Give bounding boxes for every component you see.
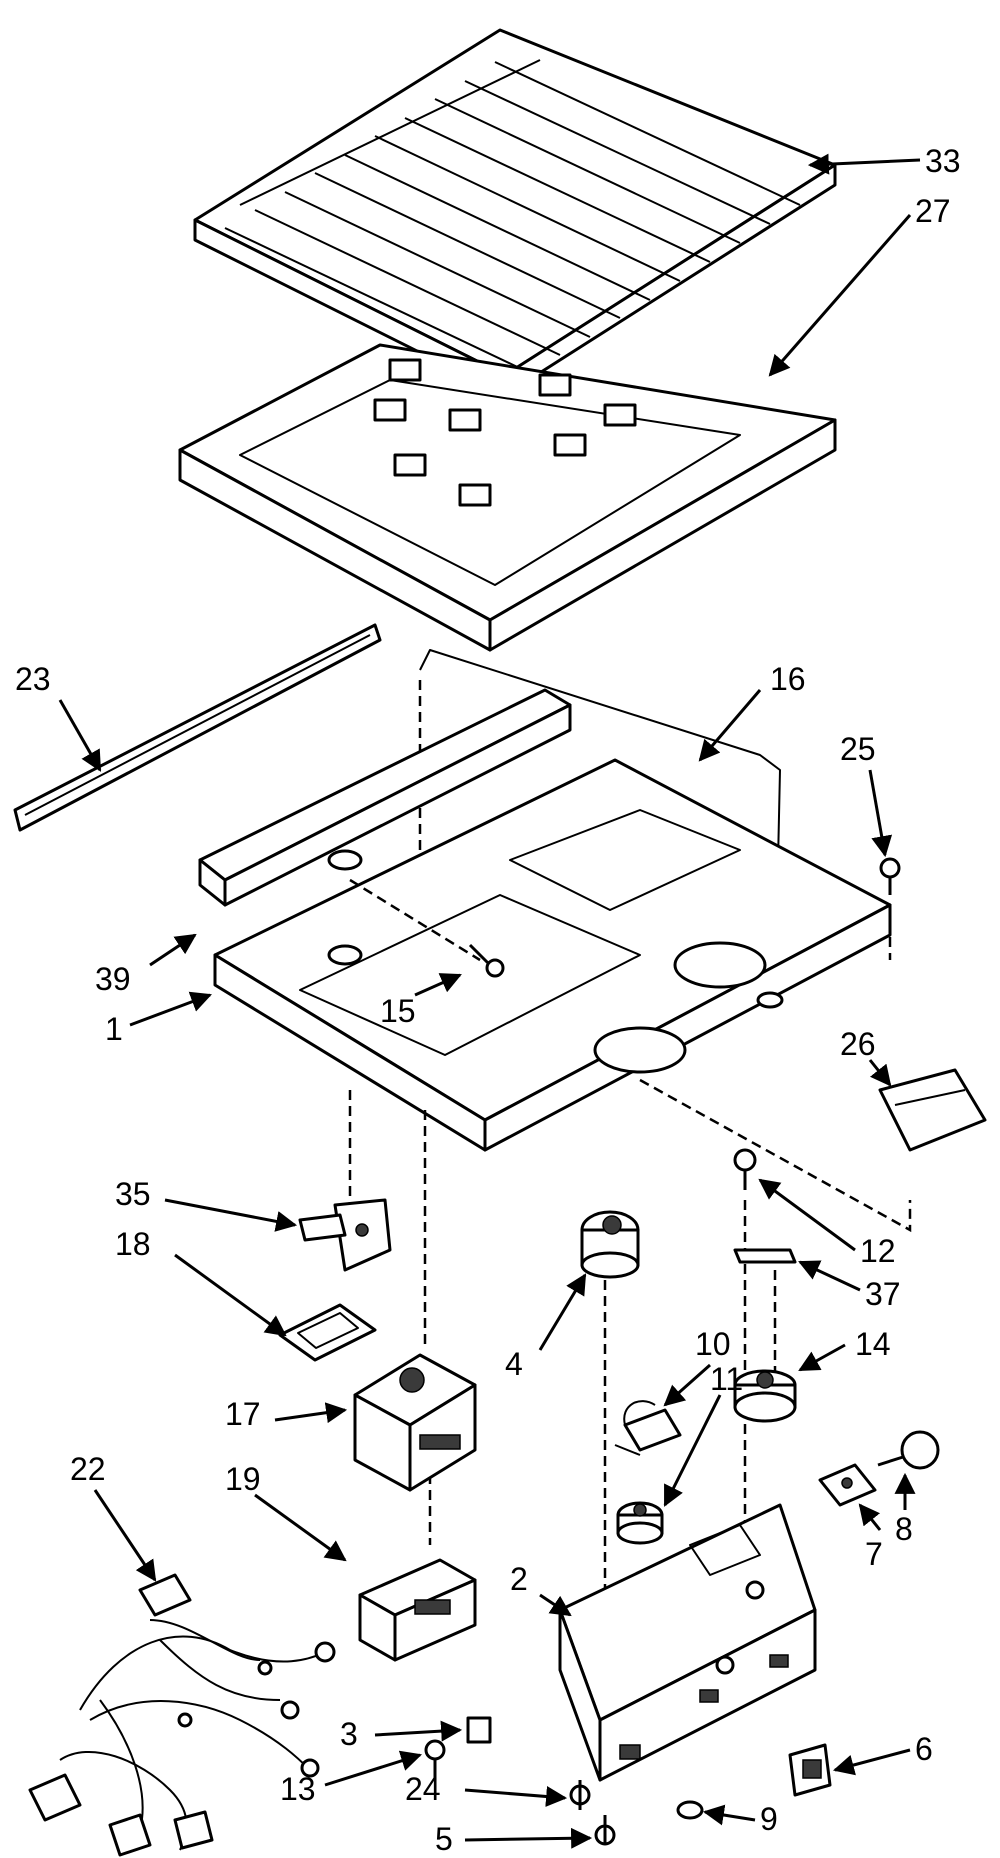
part-19-switch-plate xyxy=(358,1558,477,1662)
part-18-bezel xyxy=(278,1303,377,1362)
leader-lines xyxy=(58,153,921,1849)
part-7-light-bracket xyxy=(818,1463,877,1507)
callout-33: 33 xyxy=(925,143,961,179)
callout-1: 1 xyxy=(105,1011,123,1047)
part-3-clip xyxy=(466,1716,492,1744)
callout-9: 9 xyxy=(760,1801,778,1837)
part-1-base-panel xyxy=(213,758,892,1152)
part-35-bracket xyxy=(298,1198,392,1272)
callout-39: 39 xyxy=(95,961,131,997)
callout-15: 15 xyxy=(380,993,416,1029)
callout-18: 18 xyxy=(115,1226,151,1262)
callout-13: 13 xyxy=(280,1771,316,1807)
part-39-channel xyxy=(198,688,572,907)
part-13-screw xyxy=(424,1739,446,1780)
part-4-socket xyxy=(580,1210,640,1279)
part-10-thermostat xyxy=(614,1400,682,1456)
callout-17: 17 xyxy=(225,1396,261,1432)
part-26-pad xyxy=(878,1068,987,1152)
callout-3: 3 xyxy=(340,1716,358,1752)
callout-14: 14 xyxy=(855,1326,891,1362)
part-37-spacer xyxy=(733,1248,797,1264)
part-14-knob xyxy=(733,1369,797,1423)
callout-11: 11 xyxy=(710,1361,743,1397)
part-17-housing xyxy=(353,1353,477,1492)
part-27-frame xyxy=(178,343,837,652)
part-23-trim-strip xyxy=(13,623,382,832)
part-15-screw xyxy=(468,943,505,978)
callout-labels: 33 27 23 16 25 39 1 15 26 35 18 12 37 4 … xyxy=(15,143,961,1857)
callout-22: 22 xyxy=(70,1451,106,1487)
callout-19: 19 xyxy=(225,1461,261,1497)
callout-8: 8 xyxy=(895,1511,913,1547)
callout-23: 23 xyxy=(15,661,51,697)
callout-24: 24 xyxy=(405,1771,441,1807)
callout-5: 5 xyxy=(435,1821,453,1857)
callout-37: 37 xyxy=(865,1276,901,1312)
callout-16: 16 xyxy=(770,661,806,697)
callout-7: 7 xyxy=(865,1536,883,1572)
part-33-grille-shelf xyxy=(193,28,837,397)
callout-2: 2 xyxy=(510,1561,528,1597)
callout-25: 25 xyxy=(840,731,876,767)
part-5-screw xyxy=(594,1815,616,1846)
callout-6: 6 xyxy=(915,1731,933,1767)
part-6-switch xyxy=(788,1743,832,1797)
part-22-wire-harness xyxy=(28,1573,336,1857)
callout-4: 4 xyxy=(505,1346,523,1382)
part-8-bulb xyxy=(877,1430,940,1470)
part-9-washer xyxy=(676,1800,704,1820)
callout-27: 27 xyxy=(915,193,951,229)
part-12-screw xyxy=(733,1148,757,1190)
part-25-screw xyxy=(879,857,901,895)
frame-clips xyxy=(373,358,637,507)
part-11-knob xyxy=(616,1501,664,1545)
callout-26: 26 xyxy=(840,1026,876,1062)
callout-12: 12 xyxy=(860,1233,896,1269)
callout-10: 10 xyxy=(695,1326,731,1362)
part-2-control-bracket xyxy=(558,1503,817,1782)
callout-35: 35 xyxy=(115,1176,151,1212)
part-24-screw xyxy=(569,1780,591,1810)
